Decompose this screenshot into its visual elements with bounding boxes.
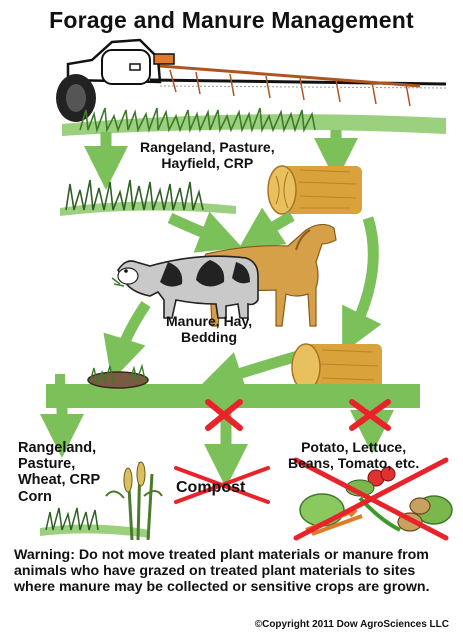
label-compost: Compost [176, 479, 245, 497]
warning-text: Warning: Do not move treated plant mater… [14, 548, 454, 596]
arrow-grass-to-animals [170, 218, 222, 240]
manure-pile-icon [88, 366, 148, 388]
label-rangeland-crops: Rangeland, Pasture, Wheat, CRP Corn [18, 440, 100, 505]
hay-bale-icon [268, 166, 362, 214]
grass-strip [62, 108, 446, 136]
hay-bale-icon-2 [292, 344, 382, 390]
vegetables-icon [296, 460, 452, 538]
grass-clump-icon [60, 180, 236, 216]
cow-icon [112, 256, 258, 318]
label-rangeland-pasture: Rangeland, Pasture, Hayfield, CRP [140, 140, 275, 171]
copyright-text: ©Copyright 2011 Dow AgroSciences LLC [255, 619, 449, 630]
sprayer-tractor-icon [56, 40, 446, 122]
label-sensitive-crops: Potato, Lettuce, Beans, Tomato, etc. [288, 440, 419, 471]
arrow-hay-down [352, 218, 373, 334]
label-manure-hay-bedding: Manure, Hay, Bedding [166, 314, 252, 345]
arrow-hay-to-animals [256, 216, 292, 238]
arrow-animals-to-ground [118, 304, 146, 360]
